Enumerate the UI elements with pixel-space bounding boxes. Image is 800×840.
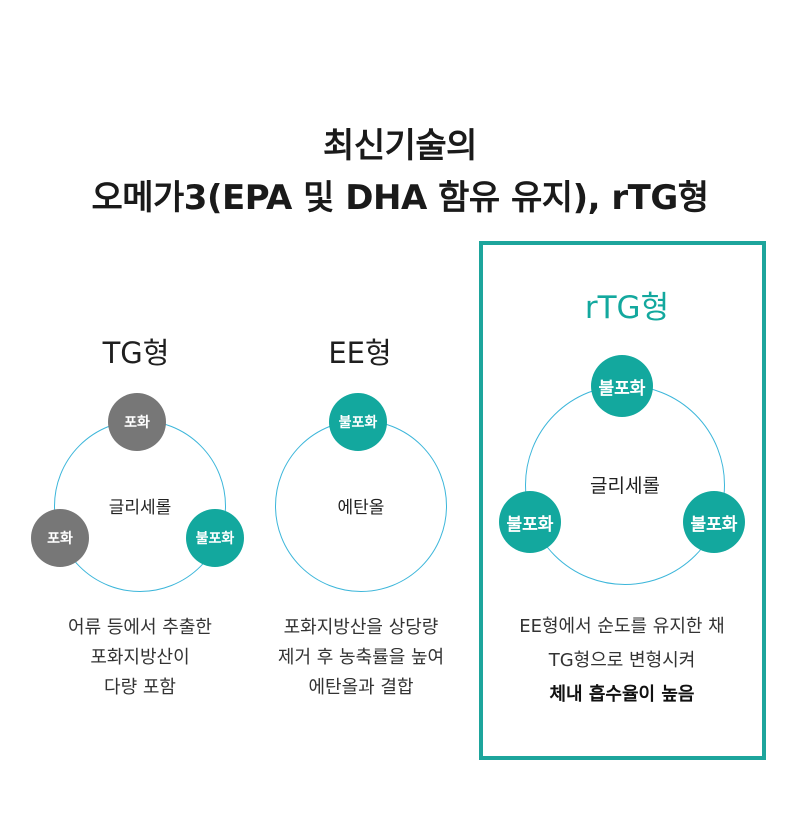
column-description: EE형에서 순도를 유지한 채 TG형으로 변형시켜 체내 흡수율이 높음	[492, 610, 752, 712]
unsaturated-node: 불포화	[329, 393, 387, 451]
description-line: EE형에서 순도를 유지한 채	[519, 616, 725, 637]
unsaturated-node: 불포화	[186, 509, 244, 567]
column-title: rTG형	[584, 290, 670, 326]
saturated-node: 포화	[31, 509, 89, 567]
description-line: TG형으로 변형시켜	[548, 650, 696, 671]
unsaturated-node: 불포화	[683, 491, 745, 553]
title-line-2: 오메가3(EPA 및 DHA 함유 유지), rTG형	[91, 178, 709, 218]
column-description: 포화지방산을 상당량 제거 후 농축률을 높여 에탄올과 결합	[231, 613, 491, 703]
unsaturated-node: 불포화	[591, 355, 653, 417]
description-line-emphasis: 체내 흡수율이 높음	[549, 684, 695, 705]
center-label: 에탄올	[337, 498, 385, 518]
center-label: 글리세롤	[590, 475, 660, 497]
description-line: 에탄올과 결합	[308, 677, 414, 698]
column-title: EE형	[328, 336, 392, 370]
description-line: 어류 등에서 추출한	[68, 617, 212, 638]
description-line: 다량 포함	[104, 677, 176, 698]
saturated-node: 포화	[108, 393, 166, 451]
center-label: 글리세롤	[108, 498, 172, 518]
description-line: 포화지방산을 상당량	[283, 617, 439, 638]
unsaturated-node: 불포화	[499, 491, 561, 553]
column-description: 어류 등에서 추출한 포화지방산이 다량 포함	[10, 613, 270, 703]
description-line: 포화지방산이	[90, 647, 190, 668]
rtg-highlight-box	[479, 241, 766, 760]
column-title: TG형	[102, 336, 170, 370]
description-line: 제거 후 농축률을 높여	[277, 647, 445, 668]
title-line-1: 최신기술의	[323, 126, 477, 166]
